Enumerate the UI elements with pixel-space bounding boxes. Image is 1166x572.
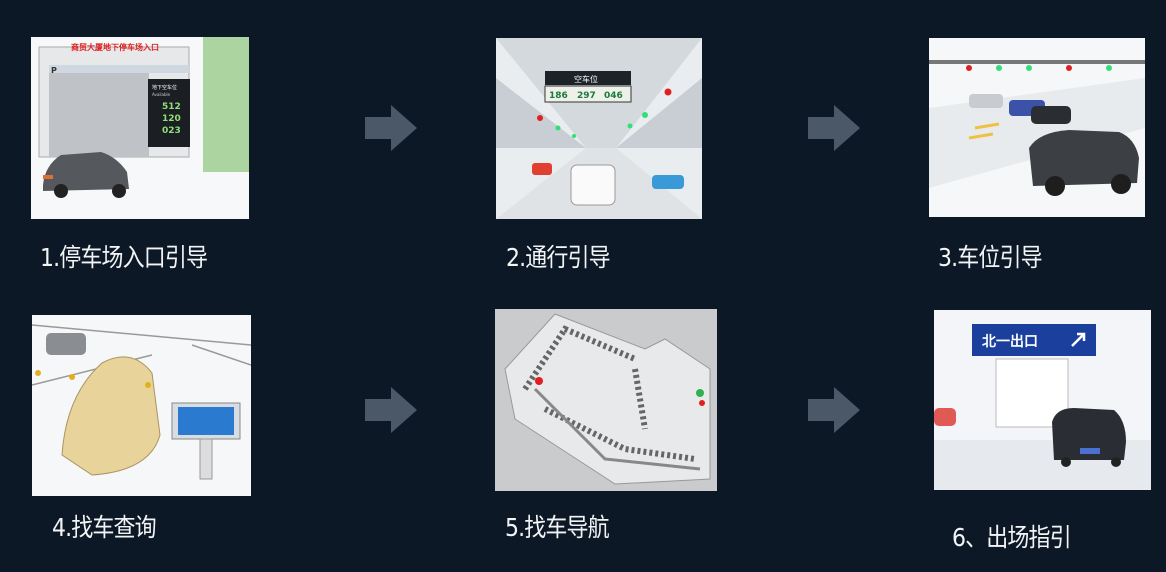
step-4-image-car-search xyxy=(32,315,251,496)
car-icon xyxy=(43,152,129,198)
step-6-label: 6、出场指引 xyxy=(952,523,1072,552)
board-subtitle: Available xyxy=(152,92,171,97)
step-3-image-space-guidance xyxy=(929,38,1145,217)
sign-title: 空车位 xyxy=(574,74,598,84)
step-5-label: 5.找车导航 xyxy=(505,513,610,542)
destination-pin-icon xyxy=(696,389,705,406)
map-pin-icon xyxy=(535,377,543,385)
count-ahead: 297 xyxy=(577,91,596,101)
count-b1: 512 xyxy=(162,102,181,112)
count-left: 186 xyxy=(549,91,568,101)
arrow-right-icon xyxy=(365,387,417,433)
arrow-right-icon xyxy=(808,387,860,433)
step-2-label: 2.通行引导 xyxy=(506,243,611,272)
board-title: 地下空车位 xyxy=(152,84,177,91)
step-1-image-parking-entrance: P 商贸大厦地下停车场入口 地下空车位 Available 512 120 02… xyxy=(31,37,249,219)
svg-text:P: P xyxy=(51,66,57,75)
count-b2: 120 xyxy=(162,114,181,124)
step-4-label: 4.找车查询 xyxy=(52,513,157,542)
count-right: 046 xyxy=(604,91,623,101)
arrow-up-right-icon xyxy=(1071,332,1086,347)
arrow-right-icon xyxy=(365,105,417,151)
query-kiosk-icon xyxy=(171,402,241,480)
count-b3: 023 xyxy=(162,126,181,136)
step-5-image-navigation-map xyxy=(495,309,717,491)
exit-sign-text: 北一出口 xyxy=(982,333,1038,350)
entrance-sign-text: 商贸大厦地下停车场入口 xyxy=(71,42,159,52)
arrow-right-icon xyxy=(808,105,860,151)
step-1-label: 1.停车场入口引导 xyxy=(40,243,208,272)
step-3-label: 3.车位引导 xyxy=(938,243,1043,272)
step-6-image-exit-guidance: 北一出口 xyxy=(934,310,1151,490)
step-2-image-passage: 空车位 186 297 046 xyxy=(496,38,702,219)
